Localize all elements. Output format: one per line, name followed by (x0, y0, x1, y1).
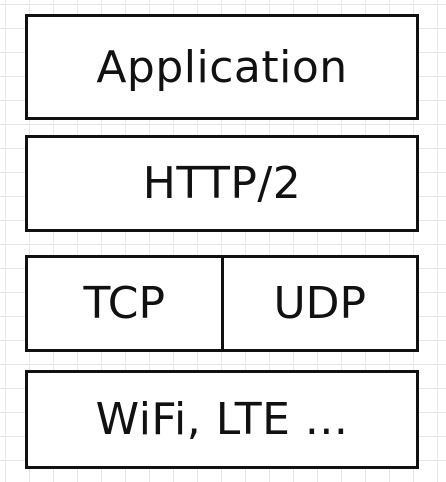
link-layer-label: WiFi, LTE ... (95, 394, 349, 445)
link-layer-box: WiFi, LTE ... (25, 370, 419, 469)
tcp-layer-label: TCP (83, 278, 166, 329)
http2-layer-box: HTTP/2 (25, 135, 419, 232)
udp-layer-box: UDP (224, 258, 417, 349)
udp-layer-label: UDP (273, 278, 367, 329)
application-layer-label: Application (96, 41, 348, 93)
application-layer-box: Application (25, 14, 419, 120)
tcp-layer-box: TCP (28, 258, 224, 349)
http2-layer-label: HTTP/2 (142, 158, 302, 209)
transport-layer-row: TCP UDP (25, 255, 419, 352)
